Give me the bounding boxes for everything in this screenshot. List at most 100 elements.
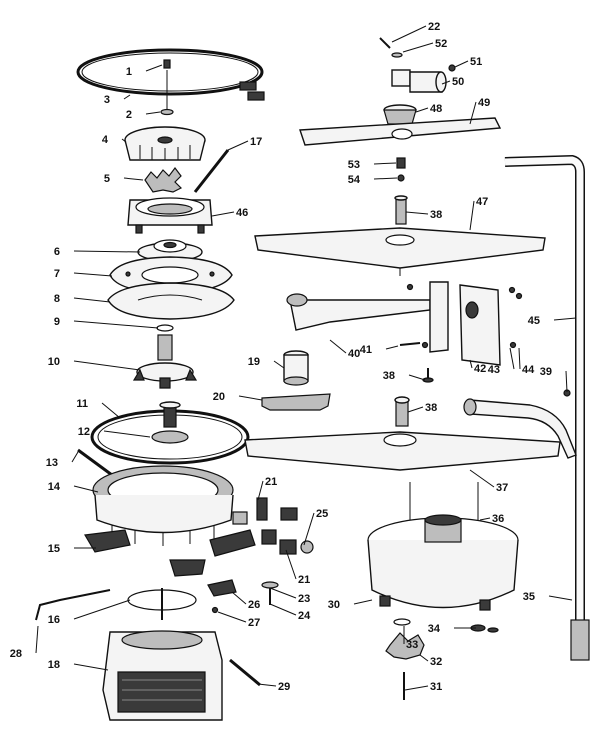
leader-line-38 [405, 211, 429, 215]
leader-line-32 [419, 654, 429, 662]
leader-line-42 [469, 359, 473, 369]
part-label-1: 1 [126, 66, 132, 78]
part-label-46: 46 [236, 207, 248, 219]
part-label-33: 33 [406, 639, 418, 651]
part-pump-guard [90, 401, 250, 465]
leader-line-6 [73, 250, 141, 253]
part-label-32: 32 [430, 656, 442, 668]
leader-line-3 [123, 94, 131, 100]
leader-line-41 [385, 345, 399, 350]
leader-line-50 [441, 80, 451, 85]
part-labels: 1234567891011121314151617181920212122232… [10, 21, 552, 693]
part-label-25: 25 [316, 508, 328, 520]
leader-line-26 [231, 591, 247, 605]
leader-line-49 [469, 101, 477, 125]
leader-line-21 [285, 549, 297, 580]
part-feed-pipe [463, 154, 590, 661]
part-impeller [132, 334, 198, 389]
leader-line-47 [469, 200, 475, 231]
part-o-ring [156, 324, 174, 332]
part-screw-washer [160, 59, 174, 116]
leader-line-46 [211, 211, 235, 217]
leader-line-19 [273, 360, 285, 369]
part-bracket [261, 393, 331, 411]
part-label-27: 27 [248, 617, 260, 629]
part-label-12: 12 [78, 426, 90, 438]
leader-line-1 [145, 64, 163, 72]
part-spray-hub-upper [394, 195, 408, 225]
part-motor [102, 630, 223, 721]
part-upper-spray-arm [299, 117, 502, 146]
right-assembly [244, 37, 590, 700]
part-label-37: 37 [496, 482, 508, 494]
part-gasket [107, 282, 235, 320]
leader-line-9 [73, 320, 159, 329]
part-label-52: 52 [435, 38, 447, 50]
leader-line-21 [257, 480, 264, 501]
part-top-spray [379, 37, 456, 93]
part-plate [109, 256, 233, 294]
leader-line-36 [479, 517, 491, 521]
leader-line-37 [469, 469, 495, 488]
part-label-18: 18 [48, 659, 60, 671]
leader-line-24 [269, 603, 297, 616]
leader-line-7 [73, 272, 113, 277]
part-label-49: 49 [478, 97, 490, 109]
part-spray-hub-lower [394, 396, 410, 427]
part-label-20: 20 [213, 391, 225, 403]
part-label-54: 54 [348, 174, 361, 186]
part-label-51: 51 [470, 56, 482, 68]
part-motor-plate [127, 588, 197, 620]
leader-line-11 [101, 402, 121, 419]
leader-line-38 [407, 406, 424, 413]
part-label-6: 6 [54, 246, 60, 258]
part-pump-body [84, 465, 256, 577]
part-label-21: 21 [265, 476, 277, 488]
part-label-34: 34 [428, 623, 441, 635]
part-nut-pair [396, 157, 406, 182]
leader-line-30 [353, 599, 373, 605]
part-label-36: 36 [492, 513, 504, 525]
part-feed-tube [286, 281, 523, 366]
leader-line-45 [553, 317, 577, 321]
leader-line-51 [454, 60, 469, 68]
part-label-38: 38 [430, 209, 442, 221]
leader-line-8 [73, 297, 111, 303]
left-assembly [35, 48, 331, 721]
part-label-21: 21 [298, 574, 310, 586]
part-nut-bolt [261, 581, 279, 605]
part-label-9: 9 [54, 316, 60, 328]
part-label-5: 5 [104, 173, 110, 185]
leader-line-12 [103, 430, 151, 438]
leader-line-48 [415, 107, 429, 113]
leader-line-54 [373, 177, 398, 180]
leader-line-23 [269, 587, 297, 599]
leader-lines [35, 25, 577, 691]
leader-line-16 [73, 599, 131, 620]
leader-line-20 [238, 395, 263, 401]
part-wire [35, 589, 111, 621]
part-screw [77, 448, 113, 477]
part-label-38: 38 [425, 402, 437, 414]
part-label-45: 45 [528, 315, 540, 327]
part-cap [124, 126, 206, 161]
part-sump [367, 482, 519, 611]
part-chopper [144, 167, 183, 193]
part-washers [393, 618, 499, 633]
part-label-10: 10 [48, 356, 60, 368]
part-hub [137, 239, 203, 262]
leader-line-35 [548, 595, 573, 601]
part-label-38: 38 [383, 370, 395, 382]
leader-line-18 [73, 663, 109, 671]
leader-line-22 [391, 25, 427, 43]
part-label-13: 13 [46, 457, 58, 469]
leader-line-28 [35, 625, 39, 654]
leader-line-39 [565, 370, 568, 393]
part-label-23: 23 [298, 593, 310, 605]
leader-line-52 [402, 42, 434, 53]
leader-line-40 [329, 339, 347, 354]
part-cup [383, 104, 417, 125]
leader-line-17 [227, 140, 249, 151]
part-label-26: 26 [248, 599, 260, 611]
leader-line-44 [518, 347, 521, 370]
